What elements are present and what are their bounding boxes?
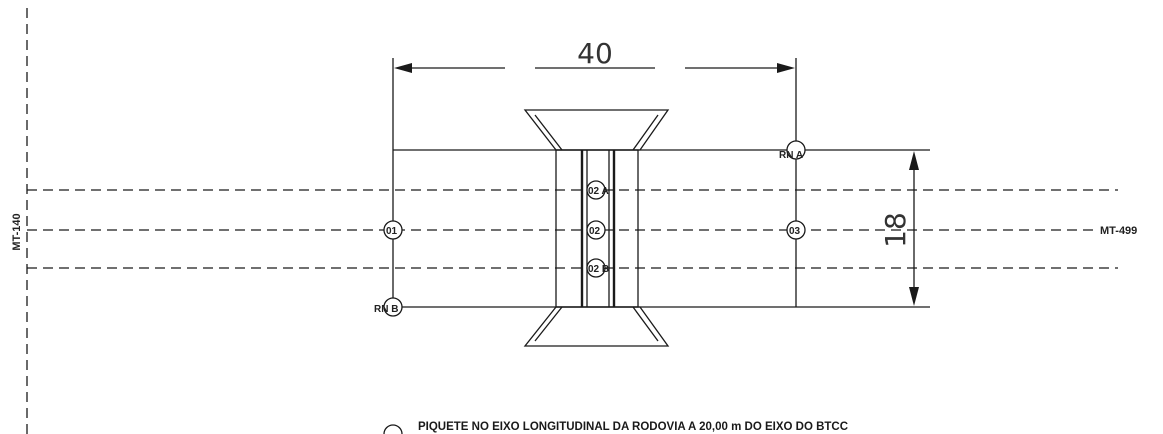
point-02b-marker bbox=[586, 258, 606, 278]
dim-height-label: 18 bbox=[879, 212, 912, 248]
arrow-up-icon bbox=[909, 151, 919, 170]
headwall-top bbox=[523, 109, 670, 151]
point-02b-label: 02 B bbox=[588, 264, 609, 275]
arrow-right-icon bbox=[777, 63, 795, 73]
point-02a-label: 02 A bbox=[588, 186, 609, 197]
point-rnb-label: RN B bbox=[374, 304, 398, 315]
point-rnb-marker bbox=[383, 297, 403, 317]
headwall-bottom-inner-right bbox=[632, 306, 659, 342]
headwall-top-inner-right bbox=[632, 114, 659, 151]
point-02-marker bbox=[586, 220, 606, 240]
point-02a-marker bbox=[586, 180, 606, 200]
road-label-right: MT-499 bbox=[1100, 225, 1137, 237]
point-rna-label: RN A bbox=[779, 150, 803, 161]
headwall-bottom-inner-left bbox=[534, 306, 563, 342]
point-02-label: 02 bbox=[589, 226, 601, 237]
road-label-left: MT-140 bbox=[11, 213, 23, 250]
dim-width-label: 40 bbox=[577, 37, 613, 70]
headwall-bottom bbox=[523, 306, 670, 347]
headwall-top-inner-left bbox=[534, 114, 563, 151]
arrow-down-icon bbox=[909, 287, 919, 306]
point-01-label: 01 bbox=[386, 226, 398, 237]
point-03-marker bbox=[786, 220, 806, 240]
point-rna-marker bbox=[786, 140, 806, 160]
point-01-marker bbox=[383, 220, 403, 240]
legend-text: PIQUETE NO EIXO LONGITUDINAL DA RODOVIA … bbox=[418, 421, 848, 433]
point-03-label: 03 bbox=[789, 226, 801, 237]
arrow-left-icon bbox=[394, 63, 412, 73]
legend-symbol-icon bbox=[383, 424, 403, 434]
